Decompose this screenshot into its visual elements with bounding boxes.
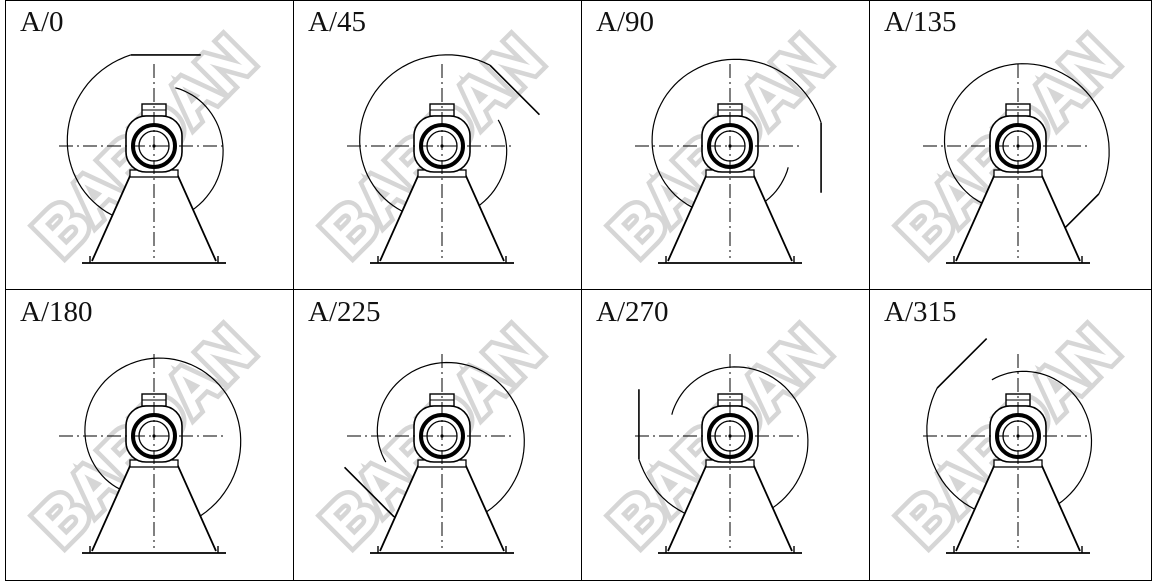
orientation-label: A/90 [596,6,654,38]
orientation-cell: BARDANBARDANA/180 [6,291,292,579]
fan-drawing: BARDANBARDAN [592,18,848,274]
orientation-cell: BARDANBARDANA/0 [6,1,292,289]
fan-drawing: BARDANBARDAN [304,308,560,564]
fan-orientation-diagram: BARDANBARDANA/0BARDANBARDANA/45BARDANBAR… [5,0,1154,581]
left-border [5,0,6,581]
discharge-duct [489,64,541,116]
scroll-housing [359,54,508,221]
orientation-label: A/180 [20,296,93,328]
orientation-label: A/135 [884,6,957,38]
fan-drawing: BARDANBARDAN [304,18,560,274]
orientation-cell: BARDANBARDANA/315 [870,291,1154,579]
row-divider [5,289,1152,290]
orientation-cell: BARDANBARDANA/225 [294,291,580,579]
fan-drawing: BARDANBARDAN [592,308,848,564]
fan-drawing: BARDANBARDAN [880,308,1136,564]
col-divider [293,0,294,581]
right-border [1151,0,1152,581]
orientation-cell: BARDANBARDANA/270 [582,291,868,579]
fan-drawing: BARDANBARDAN [880,18,1136,274]
orientation-label: A/0 [20,6,64,38]
orientation-label: A/45 [308,6,366,38]
col-divider [869,0,870,581]
discharge-duct [936,337,988,389]
col-divider [581,0,582,581]
top-border [5,0,1152,1]
orientation-label: A/315 [884,296,957,328]
fan-drawing: BARDANBARDAN [16,308,272,564]
orientation-cell: BARDANBARDANA/45 [294,1,580,289]
scroll-housing [926,370,1093,519]
orientation-label: A/225 [308,296,381,328]
discharge-duct [343,466,395,518]
scroll-housing [84,357,242,528]
orientation-label: A/270 [596,296,669,328]
fan-drawing: BARDANBARDAN [16,18,272,274]
orientation-cell: BARDANBARDANA/135 [870,1,1154,289]
orientation-cell: BARDANBARDANA/90 [582,1,868,289]
